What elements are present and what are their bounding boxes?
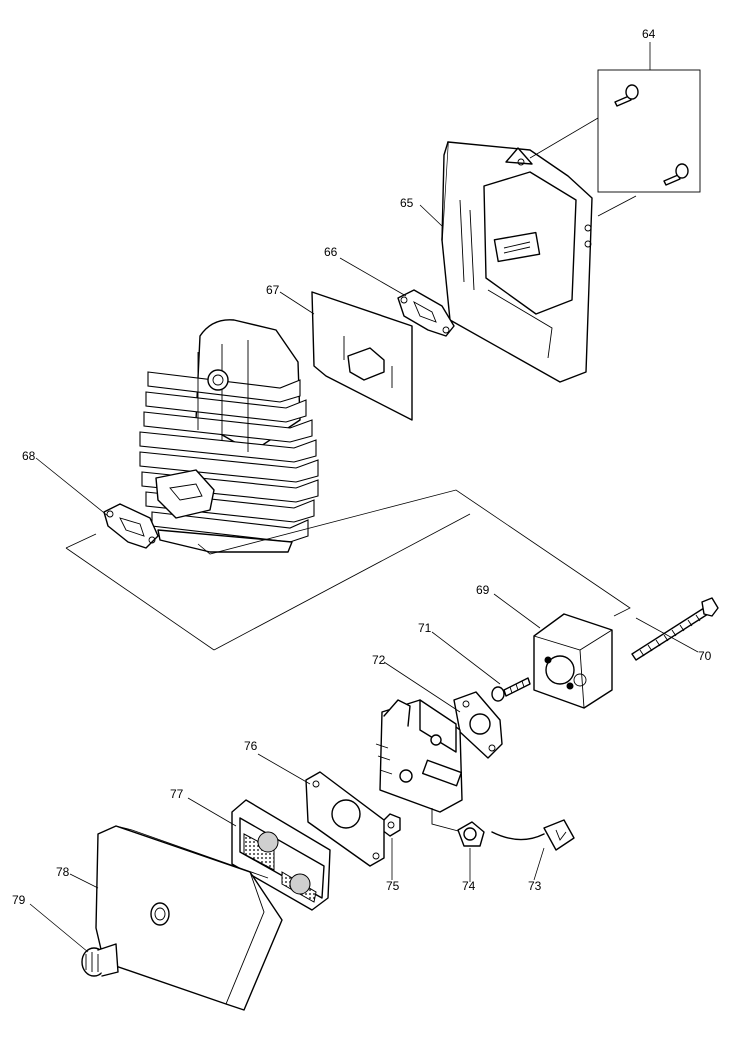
short-screw bbox=[491, 677, 531, 702]
callout-78: 78 bbox=[56, 865, 70, 879]
intake-adapter bbox=[533, 613, 613, 709]
callout-75: 75 bbox=[386, 879, 400, 893]
cover-knob bbox=[81, 943, 119, 977]
callout-68: 68 bbox=[22, 449, 36, 463]
nut bbox=[381, 813, 401, 837]
long-bolt bbox=[631, 597, 719, 661]
callout-labels: 64 65 66 67 68 69 70 71 72 73 74 75 76 7… bbox=[12, 27, 712, 907]
callout-66: 66 bbox=[324, 245, 338, 259]
callout-71: 71 bbox=[418, 621, 432, 635]
callout-72: 72 bbox=[372, 653, 386, 667]
intake-gasket bbox=[103, 503, 159, 549]
carburetor bbox=[375, 699, 463, 833]
callout-65: 65 bbox=[400, 196, 414, 210]
callout-79: 79 bbox=[12, 893, 26, 907]
leader-lines bbox=[29, 204, 699, 953]
callout-67: 67 bbox=[266, 283, 280, 297]
callout-64: 64 bbox=[642, 27, 656, 41]
carburetor-gasket bbox=[453, 691, 503, 759]
filter-gasket bbox=[305, 771, 385, 867]
callout-74: 74 bbox=[462, 879, 476, 893]
air-filter-cover bbox=[95, 825, 283, 1011]
callout-69: 69 bbox=[476, 583, 490, 597]
fuel-hose bbox=[491, 819, 575, 851]
callout-76: 76 bbox=[244, 739, 258, 753]
muffler-gasket bbox=[397, 289, 455, 337]
muffler bbox=[441, 117, 637, 383]
callout-73: 73 bbox=[528, 879, 542, 893]
screw-icon bbox=[614, 84, 639, 107]
callout-70: 70 bbox=[698, 649, 712, 663]
screw-icon bbox=[663, 163, 689, 186]
heat-shield-plate bbox=[311, 291, 413, 421]
air-filter bbox=[231, 799, 331, 911]
cylinder bbox=[65, 319, 631, 651]
fuel-grommet bbox=[457, 821, 485, 847]
callout-77: 77 bbox=[170, 787, 184, 801]
screw-set-box bbox=[597, 42, 701, 193]
